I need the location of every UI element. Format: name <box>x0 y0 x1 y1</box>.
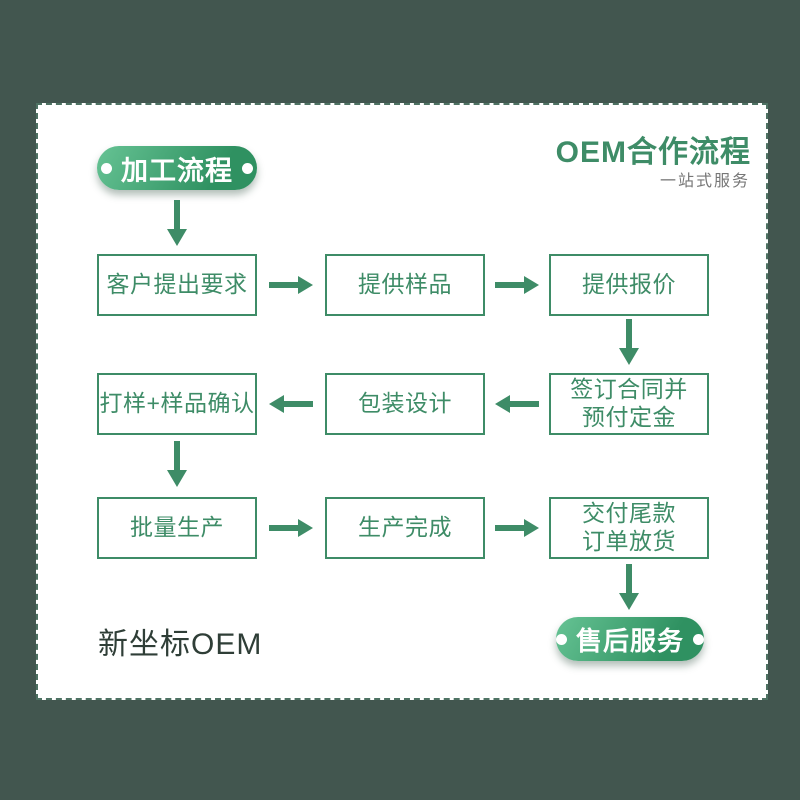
flow-box-mass-production: 批量生产 <box>97 497 257 559</box>
bullet-dot-icon <box>556 633 567 645</box>
bullet-dot-icon <box>242 162 253 174</box>
start-badge: 加工流程 <box>97 146 257 190</box>
arrow-right-icon <box>269 519 313 537</box>
arrow-left-icon <box>495 395 539 413</box>
flow-box-final-payment-ship: 交付尾款 订单放货 <box>549 497 709 559</box>
flow-box-provide-sample: 提供样品 <box>325 254 485 316</box>
arrow-down-icon <box>167 200 187 246</box>
end-badge-label: 售后服务 <box>576 625 685 656</box>
arrow-right-icon <box>495 276 539 294</box>
bullet-dot-icon <box>693 633 704 645</box>
arrow-left-icon <box>269 395 313 413</box>
bullet-dot-icon <box>101 162 112 174</box>
flow-box-sign-contract: 签订合同并 预付定金 <box>549 373 709 435</box>
flow-box-proof-confirm: 打样+样品确认 <box>97 373 257 435</box>
flow-box-label: 客户提出要求 <box>106 271 248 298</box>
arrow-down-icon <box>619 564 639 610</box>
flow-box-label: 批量生产 <box>130 514 224 541</box>
arrow-right-icon <box>269 276 313 294</box>
page-subtitle: 一站式服务 <box>659 173 750 190</box>
brand-text: 新坐标OEM <box>98 628 263 661</box>
arrow-down-icon <box>167 441 187 487</box>
arrow-down-icon <box>619 319 639 365</box>
flow-box-label: 签订合同并 预付定金 <box>570 376 688 430</box>
flow-box-label: 打样+样品确认 <box>99 390 255 417</box>
start-badge-label: 加工流程 <box>121 155 233 186</box>
flow-box-customer-request: 客户提出要求 <box>97 254 257 316</box>
flow-box-label: 包装设计 <box>358 390 452 417</box>
flow-box-label: 提供样品 <box>358 271 452 298</box>
flow-box-label: 生产完成 <box>358 514 452 541</box>
arrow-right-icon <box>495 519 539 537</box>
end-badge: 售后服务 <box>556 617 704 661</box>
flow-box-provide-quote: 提供报价 <box>549 254 709 316</box>
flowchart-card: OEM合作流程 一站式服务 加工流程 客户提出要求 提供样品 提供报价 打样+样… <box>36 103 768 700</box>
flow-box-production-done: 生产完成 <box>325 497 485 559</box>
flow-box-label: 提供报价 <box>582 271 676 298</box>
page-title: OEM合作流程 <box>555 136 751 169</box>
flow-box-package-design: 包装设计 <box>325 373 485 435</box>
flow-box-label: 交付尾款 订单放货 <box>582 500 676 554</box>
